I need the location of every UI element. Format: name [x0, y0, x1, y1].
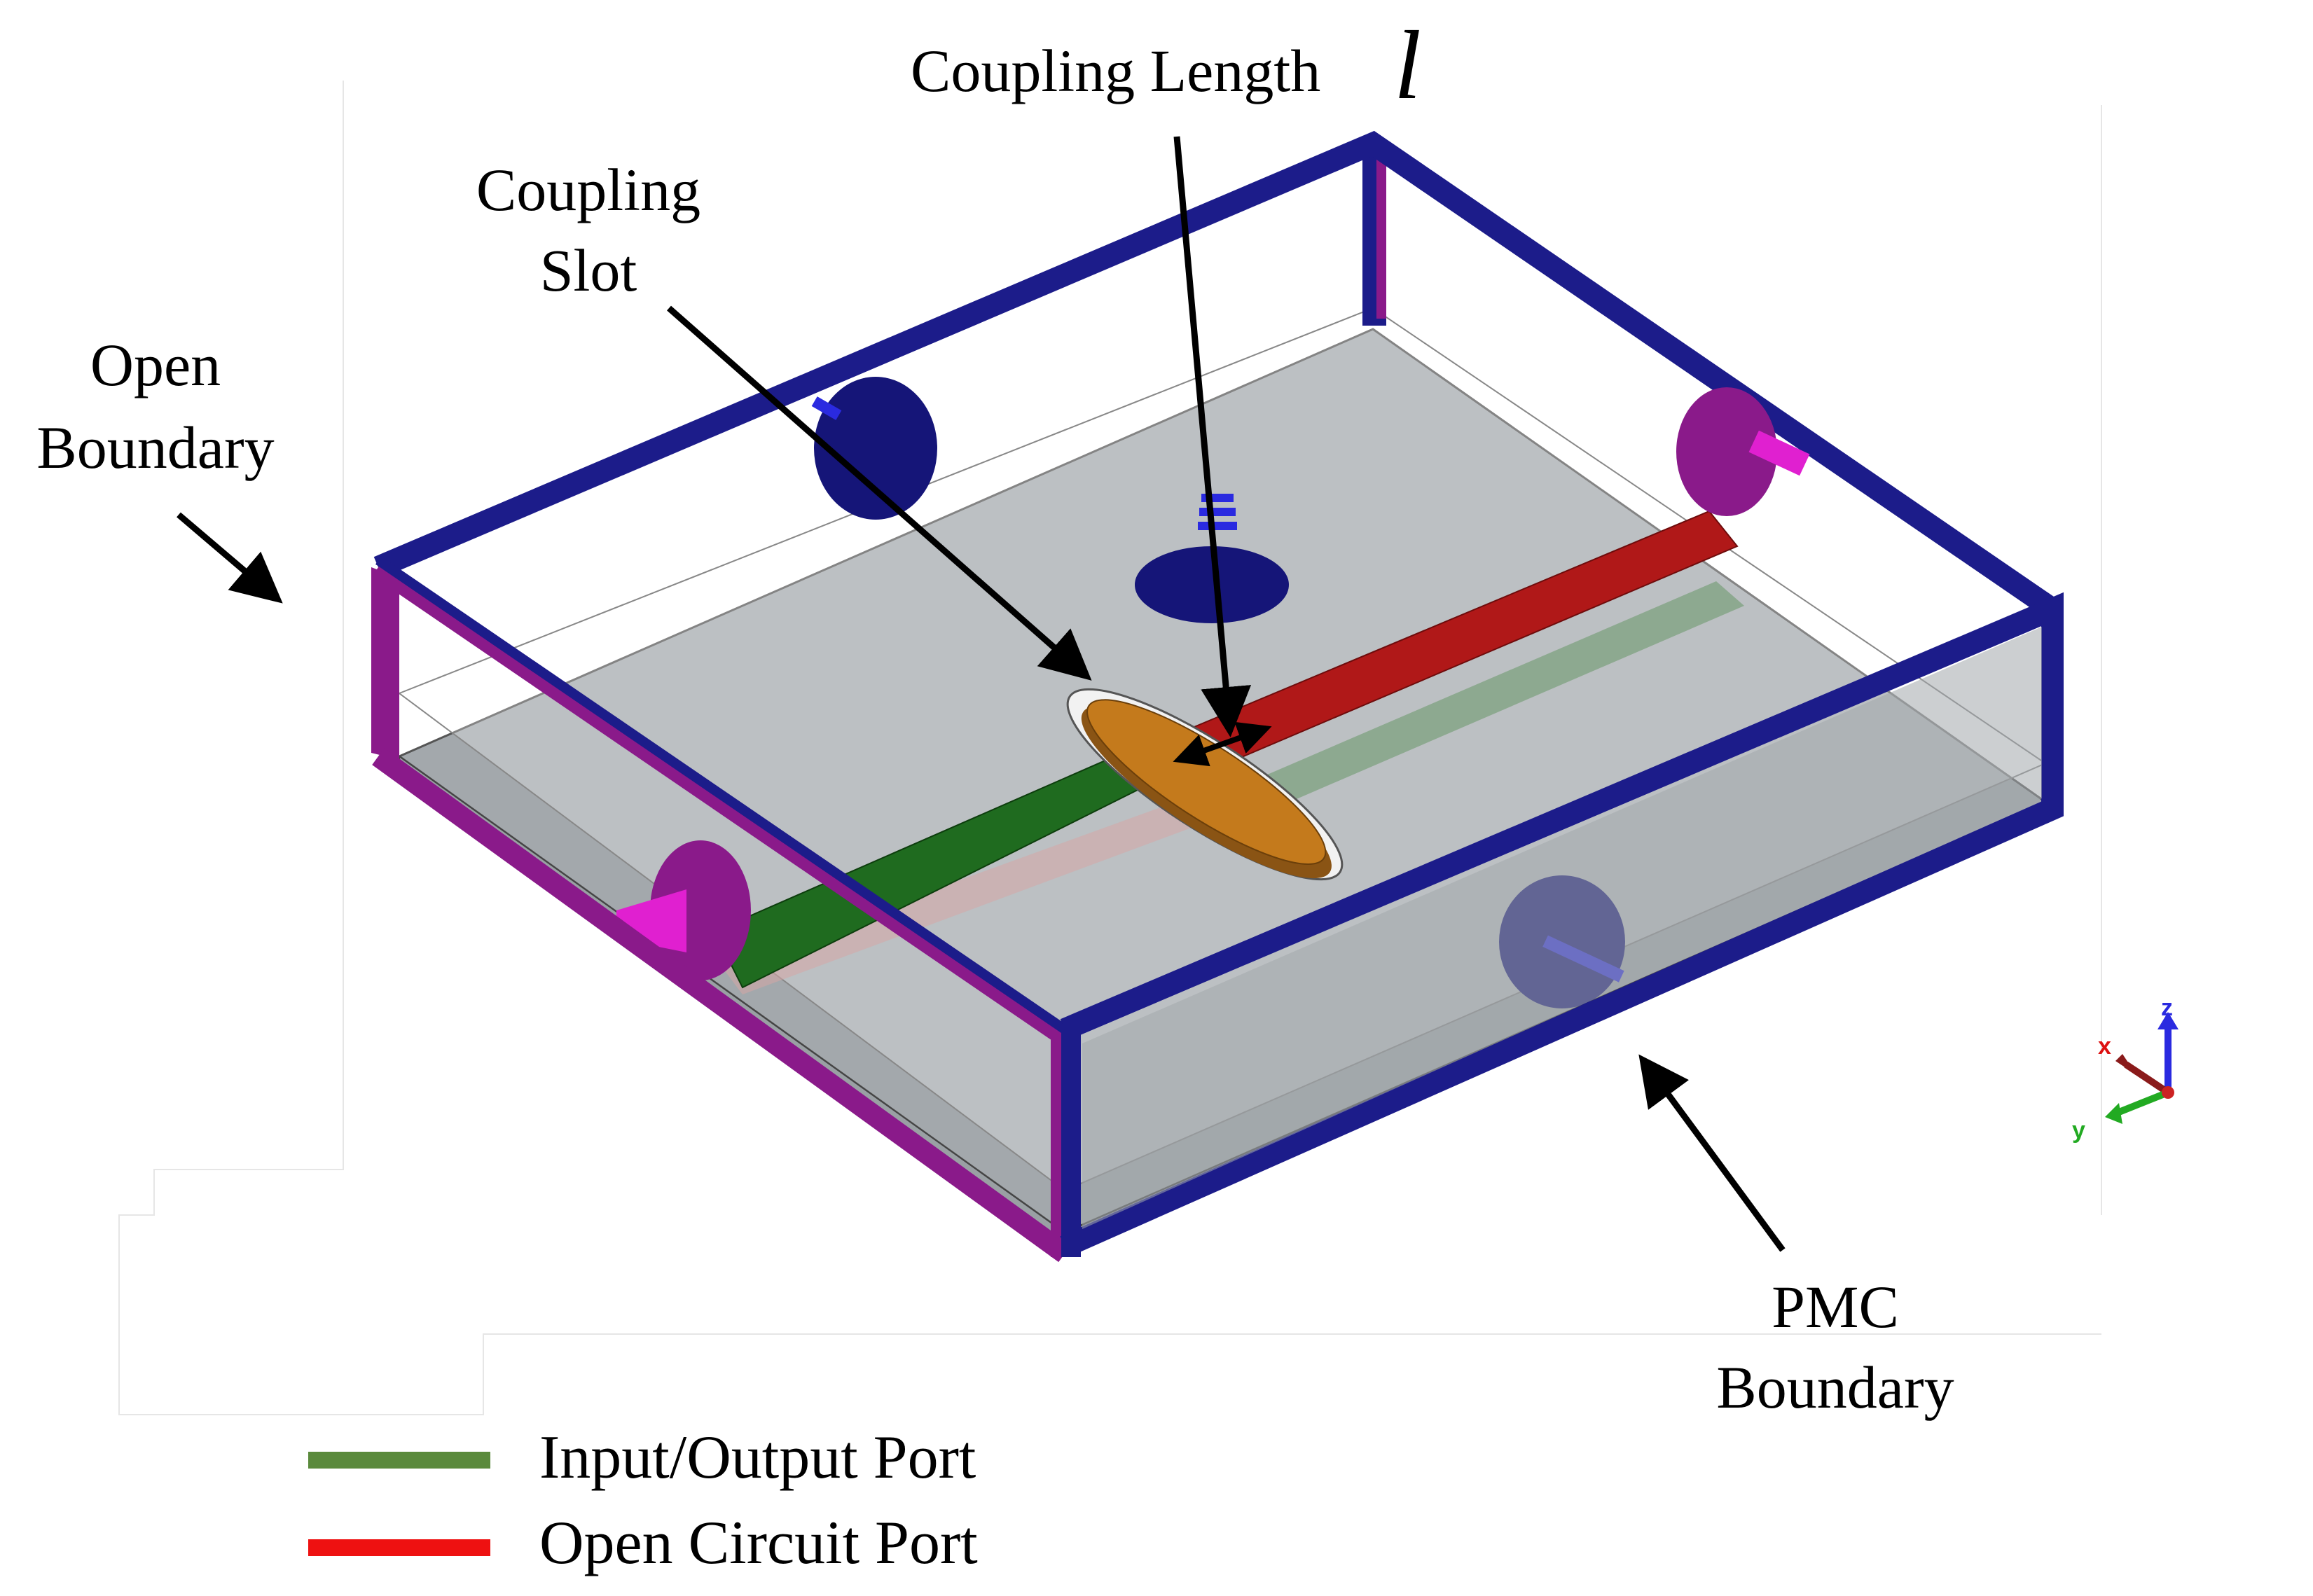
legend-label-open-circuit: Open Circuit Port [539, 1509, 978, 1577]
open-strip-shadow [1261, 581, 1744, 805]
open-boundary-front-edge [372, 558, 1071, 1046]
open-frame-back-post-inner [1376, 158, 1386, 319]
axis-y-label: y [2072, 1117, 2085, 1144]
axis-z-label: z [2161, 994, 2173, 1021]
legend: Input/Output Port Open Circuit Port [308, 1424, 978, 1577]
port-disc-right-open [1676, 387, 1810, 516]
pmc-frame-back-rails [373, 130, 2059, 619]
port-disc-back-left [811, 377, 937, 520]
axes-triad: z x y [2072, 994, 2179, 1144]
pmc-boundary-label-line1: PMC [1772, 1273, 1899, 1340]
pmc-boundary-label-line2: Boundary [1716, 1354, 1954, 1421]
coupling-length-symbol: l [1394, 11, 1421, 120]
render-panel-outline [118, 81, 2102, 1415]
pmc-boundary-front-post [1061, 1029, 1081, 1257]
open-boundary-front-edge-blue [375, 556, 1068, 1034]
coupling-length-label: Coupling Length [911, 37, 1320, 104]
axis-x-label: x [2098, 1033, 2111, 1060]
legend-label-input-output: Input/Output Port [539, 1424, 976, 1492]
pmc-boundary-front-rails [1060, 592, 2064, 1257]
coupling-length-arrow [1173, 136, 1252, 737]
coupling-length-dimension [1173, 721, 1272, 767]
coupling-slot [1066, 688, 1344, 881]
open-boundary-arrow [177, 512, 283, 604]
open-boundary-left-rail [372, 747, 1071, 1263]
pmc-boundary-arrow [1638, 1054, 1786, 1252]
input-strip-shadow [721, 791, 1233, 994]
pmc-boundary-side-face [1082, 627, 2042, 1229]
coupling-slot-label-line2: Slot [540, 237, 637, 304]
open-boundary-label-line1: Open [90, 331, 221, 398]
coupling-slot-arrow [667, 305, 1092, 681]
coupling-slot-label-line1: Coupling [476, 156, 700, 223]
port-disc-left-input [616, 840, 751, 980]
open-boundary-label-line2: Boundary [36, 414, 274, 481]
open-boundary-left-face [371, 567, 399, 760]
